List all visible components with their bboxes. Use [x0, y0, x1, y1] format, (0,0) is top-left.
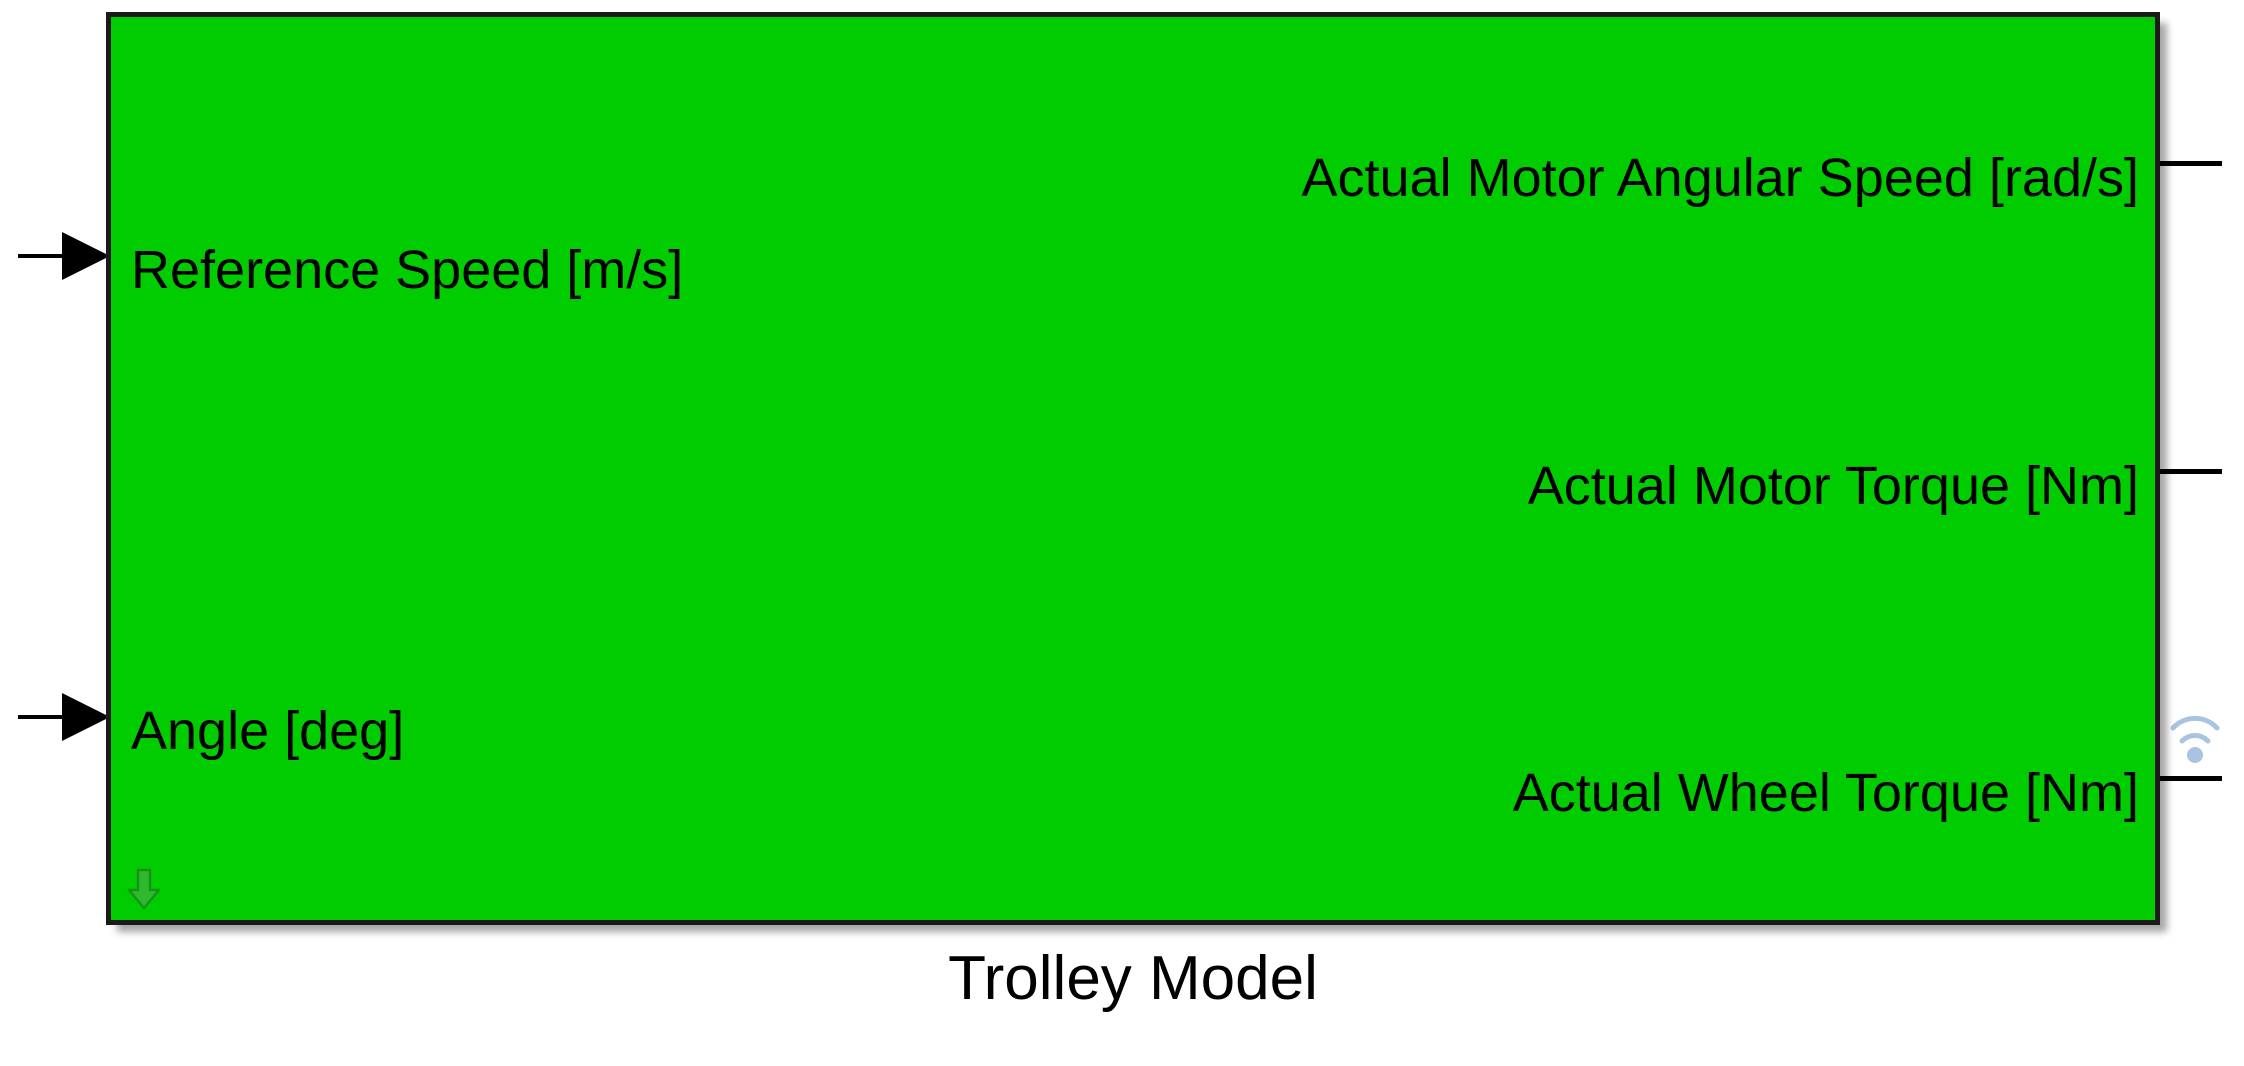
output-port-1[interactable] [2156, 161, 2222, 166]
output-label-actual-wheel-torque: Actual Wheel Torque [Nm] [1512, 763, 2139, 823]
output-port-3[interactable] [2156, 776, 2222, 781]
input-port-1-wire [18, 254, 66, 258]
input-port-arrow-icon [62, 232, 110, 280]
block-caption: Trolley Model [948, 944, 1318, 1013]
output-label-actual-motor-angular-speed: Actual Motor Angular Speed [rad/s] [1301, 148, 2139, 208]
input-port-1[interactable] [18, 226, 110, 286]
input-port-2[interactable] [18, 687, 110, 747]
input-port-arrow-icon [62, 693, 110, 741]
trolley-model-block[interactable]: Reference Speed [m/s] Angle [deg] Actual… [106, 12, 2160, 925]
wireless-signal-icon [2170, 715, 2220, 763]
output-port-2[interactable] [2156, 469, 2222, 474]
input-label-angle: Angle [deg] [131, 701, 405, 761]
output-label-actual-motor-torque: Actual Motor Torque [Nm] [1527, 456, 2139, 516]
input-port-2-wire [18, 715, 66, 719]
input-label-reference-speed: Reference Speed [m/s] [131, 240, 684, 300]
down-arrow-icon[interactable] [125, 868, 163, 910]
